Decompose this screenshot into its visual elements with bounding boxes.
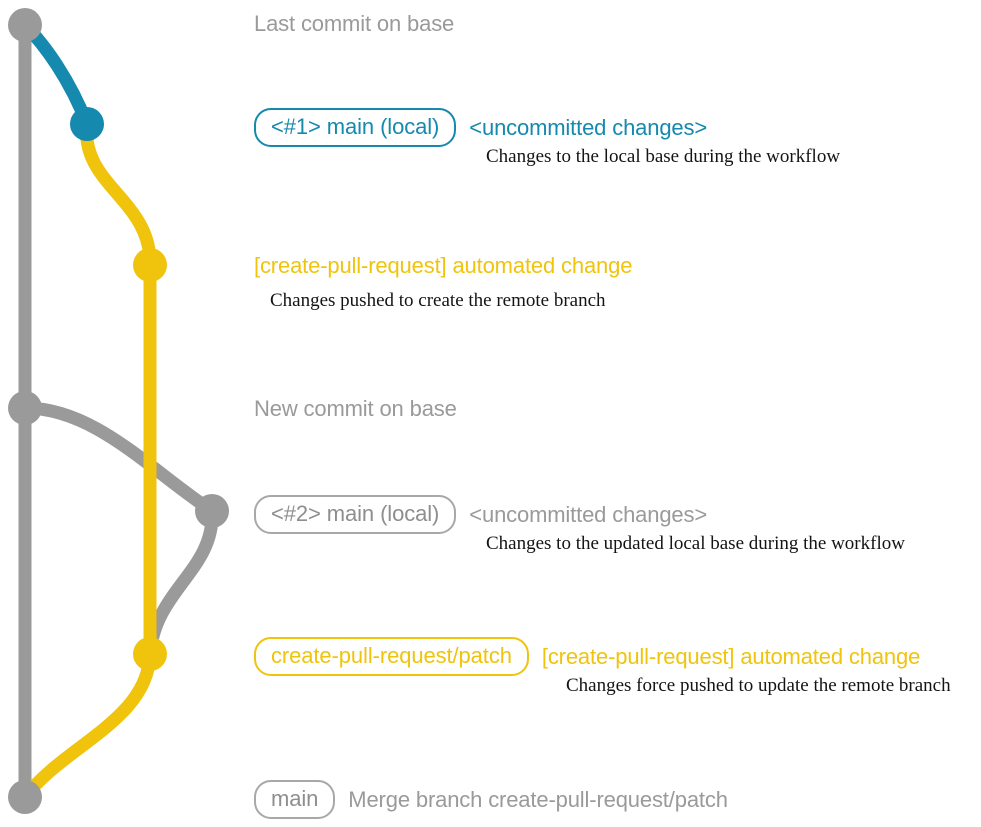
row-local-2-note: Changes to the updated local base during… (486, 533, 905, 554)
row-automated-change-1-note: Changes pushed to create the remote bran… (270, 290, 606, 311)
commit-node-c2[interactable] (70, 107, 104, 141)
row-local-2: <#2> main (local) <uncommitted changes> (254, 495, 707, 534)
commit-node-c5[interactable] (195, 494, 229, 528)
commit-subject: New commit on base (254, 396, 457, 421)
ref-pill-main-local-2[interactable]: <#2> main (local) (254, 495, 457, 534)
row-new-commit-on-base: New commit on base (254, 396, 457, 421)
ref-pill-main-local-1[interactable]: <#1> main (local) (254, 108, 457, 147)
ref-pill-create-pull-request-patch[interactable]: create-pull-request/patch (254, 637, 529, 676)
row-automated-change-2: create-pull-request/patch [create-pull-r… (254, 637, 920, 676)
commit-subject: Last commit on base (254, 11, 455, 36)
edge-local-to-patch (80, 117, 157, 272)
ref-pill-main[interactable]: main (254, 780, 336, 819)
commit-subject: <uncommitted changes> (469, 115, 708, 140)
commit-subject: <uncommitted changes> (469, 502, 708, 527)
row-last-commit-on-base: Last commit on base (254, 11, 454, 36)
commit-node-c3[interactable] (133, 248, 167, 282)
edge-base-to-local2 (18, 401, 219, 518)
commit-node-c4[interactable] (8, 391, 42, 425)
commit-subject: [create-pull-request] automated change (254, 253, 633, 278)
commit-node-c1[interactable] (8, 8, 42, 42)
row-local-1-note: Changes to the local base during the wor… (486, 146, 841, 167)
row-merge: main Merge branch create-pull-request/pa… (254, 780, 728, 819)
row-local-1: <#1> main (local) <uncommitted changes> (254, 108, 707, 147)
commit-subject: [create-pull-request] automated change (541, 644, 921, 669)
row-automated-change-1: [create-pull-request] automated change (254, 253, 632, 278)
row-automated-change-2-note: Changes force pushed to update the remot… (566, 675, 951, 696)
commit-subject: Merge branch create-pull-request/patch (348, 787, 728, 812)
commit-nodes (8, 8, 229, 814)
commit-node-c7[interactable] (8, 780, 42, 814)
commit-node-c6[interactable] (133, 637, 167, 671)
edge-patch-to-base (18, 647, 157, 804)
